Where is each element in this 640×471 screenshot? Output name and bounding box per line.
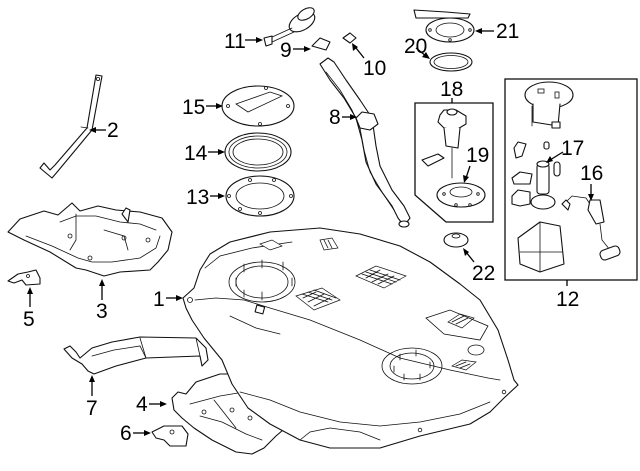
callout-20: 20: [404, 35, 430, 59]
svg-text:4: 4: [136, 393, 148, 416]
part-2-tank-strap[interactable]: [39, 74, 103, 179]
svg-text:13: 13: [186, 186, 209, 209]
svg-text:7: 7: [86, 397, 98, 420]
part-10-seal[interactable]: [342, 32, 357, 44]
svg-text:17: 17: [561, 137, 584, 160]
svg-text:10: 10: [363, 57, 386, 80]
callout-19: 19: [463, 144, 489, 183]
callout-14: 14: [184, 142, 225, 165]
part-5-bracket[interactable]: [7, 269, 41, 286]
part-8-filler-pipe[interactable]: [319, 57, 411, 228]
callout-2: 2: [89, 119, 119, 142]
callout-1: 1: [153, 288, 183, 311]
tank-grid-panel: [295, 287, 341, 311]
svg-text:8: 8: [329, 106, 341, 129]
svg-text:12: 12: [556, 288, 579, 311]
part-22-plug[interactable]: [443, 232, 469, 248]
part-9-bracket[interactable]: [311, 37, 331, 51]
part-11-fuel-cap[interactable]: [263, 5, 318, 47]
svg-text:2: 2: [107, 119, 119, 142]
callout-6: 6: [120, 422, 151, 445]
svg-text:21: 21: [496, 20, 519, 43]
callout-8: 8: [329, 106, 357, 129]
part-3-heat-shield[interactable]: [7, 202, 173, 277]
callout-3: 3: [96, 279, 108, 323]
callout-18: 18: [440, 78, 463, 101]
svg-text:6: 6: [120, 422, 132, 445]
callout-21: 21: [475, 20, 519, 43]
part-13-gasket[interactable]: [225, 175, 295, 217]
svg-text:15: 15: [182, 96, 205, 119]
callout-17: 17: [546, 137, 584, 163]
callout-13: 13: [186, 186, 225, 209]
callout-4: 4: [136, 393, 167, 416]
callout-9: 9: [280, 39, 311, 62]
svg-text:16: 16: [580, 162, 603, 185]
part-12-fuel-pump-assembly[interactable]: [504, 78, 638, 286]
tank-grid-panel: [319, 237, 339, 251]
callout-5: 5: [23, 287, 35, 331]
part-6-bracket[interactable]: [151, 425, 189, 447]
callout-11: 11: [224, 30, 263, 53]
svg-text:5: 5: [23, 308, 35, 331]
part-15-retainer-cover[interactable]: [221, 85, 295, 127]
callout-22: 22: [463, 248, 495, 285]
part-14-seal-ring[interactable]: [224, 132, 292, 172]
part-18-sub-tank-unit[interactable]: [414, 98, 494, 223]
svg-text:11: 11: [224, 30, 246, 53]
part-1-fuel-tank[interactable]: [182, 227, 519, 449]
callout-7: 7: [86, 375, 98, 420]
part-21-retainer-plate[interactable]: [413, 9, 475, 43]
part-7-strap-protector[interactable]: [63, 336, 209, 375]
callout-10: 10: [352, 43, 386, 80]
part-20-seal-ring[interactable]: [429, 52, 473, 72]
svg-text:14: 14: [184, 142, 208, 165]
callout-16: 16: [580, 162, 603, 201]
tank-grid-panel: [355, 265, 407, 289]
callout-12: 12: [556, 288, 579, 311]
svg-text:3: 3: [96, 300, 108, 323]
svg-text:18: 18: [440, 78, 463, 101]
callout-15: 15: [182, 96, 223, 119]
svg-text:22: 22: [472, 262, 495, 285]
svg-text:9: 9: [280, 39, 292, 62]
svg-text:19: 19: [466, 144, 489, 167]
svg-text:1: 1: [153, 288, 165, 311]
